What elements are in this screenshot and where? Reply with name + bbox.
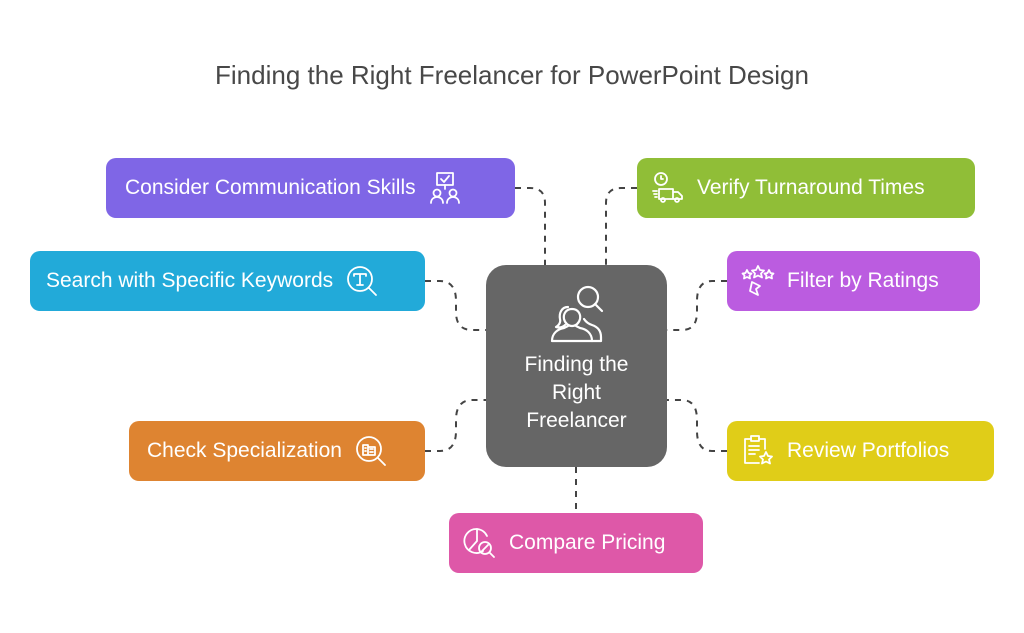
connector-keywords [425,280,486,331]
stars-ribbon-icon [739,262,777,300]
node-check-specialization[interactable]: Check Specialization [129,421,425,481]
delivery-truck-clock-icon [649,169,687,207]
node-consider-communication-skills[interactable]: Consider Communication Skills [106,158,515,218]
connector-specialization [425,399,486,452]
node-label: Consider Communication Skills [125,176,416,199]
text-search-icon [343,262,381,300]
node-label: Compare Pricing [509,531,666,554]
center-node-label: Finding the Right Freelancer [524,353,629,432]
connector-ratings [667,280,727,331]
node-label: Review Portfolios [787,439,950,462]
node-search-with-specific-keywords[interactable]: Search with Specific Keywords [30,251,425,311]
connector-portfolios [667,399,727,452]
node-label: Search with Specific Keywords [46,269,334,292]
node-label: Filter by Ratings [787,269,939,292]
diagram-title: Finding the Right Freelancer for PowerPo… [215,60,809,90]
node-label: Verify Turnaround Times [697,176,925,199]
node-compare-pricing[interactable]: Compare Pricing [449,513,703,573]
node-review-portfolios[interactable]: Review Portfolios [727,421,994,481]
clipboard-star-icon [739,432,777,470]
node-filter-by-ratings[interactable]: Filter by Ratings [727,251,980,311]
chart-search-icon [461,524,499,562]
center-node[interactable]: Finding the Right Freelancer [486,265,667,467]
node-label: Check Specialization [147,439,342,462]
connector-communication [515,187,546,265]
connector-turnaround [605,187,637,265]
presentation-people-icon [426,169,464,207]
node-verify-turnaround-times[interactable]: Verify Turnaround Times [637,158,975,218]
people-search-icon [486,283,667,345]
building-search-icon [352,432,390,470]
